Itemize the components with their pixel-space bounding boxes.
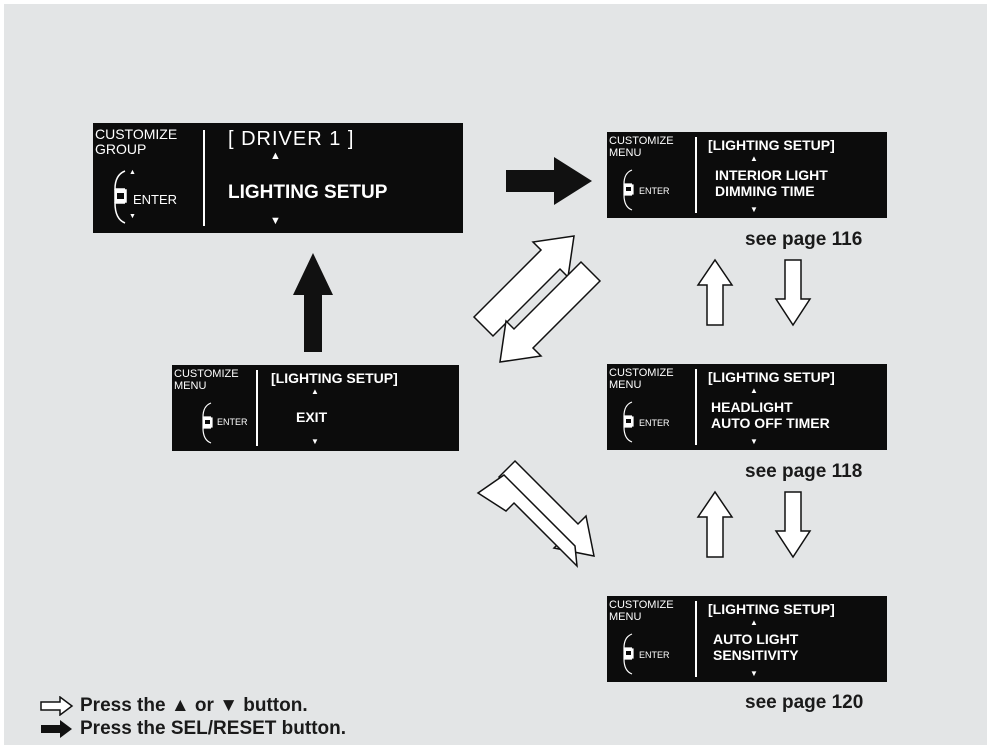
updown-arrow-down-1	[774, 259, 812, 327]
screen-header: [LIGHTING SETUP]	[708, 369, 835, 385]
screen-body: AUTO LIGHT SENSITIVITY	[713, 631, 799, 663]
screen-content: [LIGHTING SETUP] ▲ INTERIOR LIGHT DIMMIN…	[708, 132, 887, 218]
legend-hollow-arrow: Press the ▲ or ▼ button.	[40, 694, 308, 718]
customize-group-label: CUSTOMIZE GROUP	[95, 126, 178, 157]
scroll-down-glyph: ▼	[311, 437, 319, 446]
updown-arrow-up-2	[696, 490, 734, 558]
scroll-up-glyph: ▲	[750, 154, 758, 163]
customize-menu-label: CUSTOMIZE MENU	[609, 367, 674, 391]
screen-divider	[695, 137, 697, 213]
screen-header: [LIGHTING SETUP]	[708, 137, 835, 153]
control-switch-icon	[113, 169, 133, 225]
screen-divider	[256, 370, 258, 446]
screen-divider	[695, 601, 697, 677]
updown-arrow-diag-down-2	[497, 459, 595, 557]
control-switch-icon	[622, 633, 638, 675]
page-reference-120: see page 120	[745, 692, 864, 713]
updown-arrow-down-2	[774, 491, 812, 559]
sel-arrow-right	[506, 157, 592, 205]
screen-interior-light: CUSTOMIZE MENU ENTER [LIGHTING SETUP] ▲ …	[607, 132, 887, 218]
updown-arrow-up-1	[696, 258, 734, 326]
updown-arrow-diag-up-2	[476, 474, 578, 569]
control-switch-icon	[201, 402, 217, 444]
control-switch-icon	[622, 169, 638, 211]
sel-arrow-up	[293, 253, 333, 352]
screen-header: [LIGHTING SETUP]	[271, 370, 398, 386]
control-up-mark: ▲	[129, 169, 136, 176]
screen-body: EXIT	[296, 409, 328, 425]
enter-label: ENTER	[217, 417, 248, 427]
screen-body: LIGHTING SETUP	[228, 182, 388, 203]
control-down-mark: ▼	[129, 213, 136, 220]
screen-exit: CUSTOMIZE MENU ENTER [LIGHTING SETUP] ▲ …	[172, 365, 459, 451]
enter-label: ENTER	[639, 650, 670, 660]
scroll-down-glyph: ▼	[270, 215, 281, 227]
customize-menu-label: CUSTOMIZE MENU	[609, 599, 674, 623]
scroll-up-glyph: ▲	[270, 150, 281, 162]
scroll-up-glyph: ▲	[750, 618, 758, 627]
scroll-down-glyph: ▼	[750, 437, 758, 446]
legend-solid-arrow: Press the SEL/RESET button.	[40, 717, 346, 741]
control-switch-icon	[622, 401, 638, 443]
customize-menu-label: CUSTOMIZE MENU	[174, 368, 239, 392]
enter-label: ENTER	[133, 192, 178, 207]
screen-auto-light: CUSTOMIZE MENU ENTER [LIGHTING SETUP] ▲ …	[607, 596, 887, 682]
legend-hollow-text: Press the ▲ or ▼ button.	[80, 695, 308, 716]
customize-menu-label: CUSTOMIZE MENU	[609, 135, 674, 159]
screen-header: [LIGHTING SETUP]	[708, 601, 835, 617]
scroll-down-glyph: ▼	[750, 669, 758, 678]
scroll-up-glyph: ▲	[750, 386, 758, 395]
screen-content: [LIGHTING SETUP] ▲ AUTO LIGHT SENSITIVIT…	[708, 596, 887, 682]
screen-header: [ DRIVER 1 ]	[228, 128, 355, 150]
screen-headlight: CUSTOMIZE MENU ENTER [LIGHTING SETUP] ▲ …	[607, 364, 887, 450]
scroll-down-glyph: ▼	[750, 205, 758, 214]
screen-divider	[203, 130, 205, 226]
screen-divider	[695, 369, 697, 445]
updown-arrow-diag-down-1	[499, 260, 602, 363]
updown-arrow-diag-up-1	[472, 235, 575, 338]
hollow-arrow-icon	[40, 696, 74, 716]
solid-arrow-icon	[41, 720, 72, 738]
screen-content: [LIGHTING SETUP] ▲ EXIT ▼	[271, 365, 459, 451]
legend-solid-text: Press the SEL/RESET button.	[80, 718, 347, 739]
screen-content: [ DRIVER 1 ] ▲ LIGHTING SETUP ▼	[228, 123, 463, 233]
page-reference-116: see page 116	[745, 229, 863, 250]
screen-body: INTERIOR LIGHT DIMMING TIME	[715, 167, 828, 199]
page-reference-118: see page 118	[745, 461, 863, 482]
screen-body: HEADLIGHT AUTO OFF TIMER	[711, 399, 830, 431]
enter-label: ENTER	[639, 418, 670, 428]
enter-label: ENTER	[639, 186, 670, 196]
screen-content: [LIGHTING SETUP] ▲ HEADLIGHT AUTO OFF TI…	[708, 364, 887, 450]
scroll-up-glyph: ▲	[311, 387, 319, 396]
screen-driver-1: CUSTOMIZE GROUP ▲ ENTER ▼ [ DRIVER 1 ] ▲…	[93, 123, 463, 233]
